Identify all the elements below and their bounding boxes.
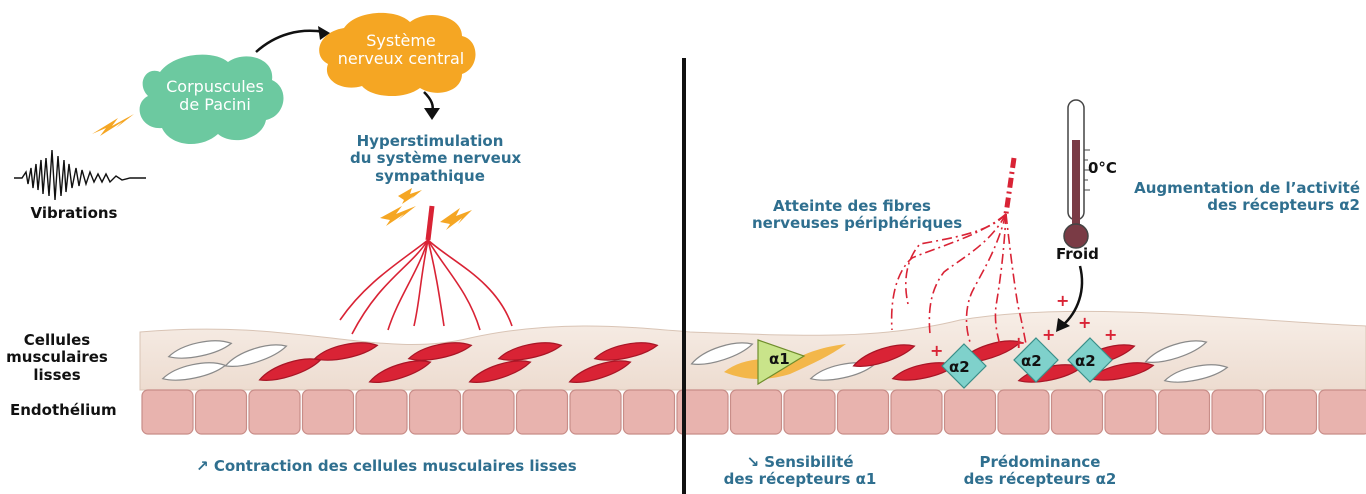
contraction-text: Contraction des cellules musculaires lis… bbox=[214, 457, 577, 475]
lightning-bolt-icon bbox=[92, 114, 134, 136]
contraction-label: ↗ Contraction des cellules musculaires l… bbox=[196, 458, 577, 475]
cells-label: Cellules musculaires lisses bbox=[2, 332, 112, 384]
hyper-line2: du système nerveux bbox=[350, 150, 510, 167]
hyper-line1: Hyperstimulation bbox=[350, 133, 510, 150]
plus-sign: + bbox=[1104, 325, 1117, 344]
endothelial-cell bbox=[249, 390, 300, 434]
snc-line2: nerveux central bbox=[326, 50, 476, 68]
temperature-label: 0°C bbox=[1088, 160, 1117, 177]
arrow-pacini-to-snc bbox=[256, 31, 324, 52]
endothelial-cell bbox=[838, 390, 889, 434]
arrowhead-snc-down bbox=[424, 108, 440, 120]
endothelial-cell bbox=[570, 390, 621, 434]
endothelium-layer bbox=[142, 390, 1366, 434]
endothelial-cell bbox=[410, 390, 461, 434]
plus-sign: + bbox=[1012, 333, 1025, 352]
augmentation-label: Augmentation de l’activité des récepteur… bbox=[1120, 180, 1360, 215]
endothelial-cell bbox=[463, 390, 514, 434]
endothelial-cell bbox=[1159, 390, 1210, 434]
froid-label: Froid bbox=[1056, 246, 1099, 263]
alpha1-label: α1 bbox=[769, 350, 790, 368]
endothelial-cell bbox=[945, 390, 996, 434]
predominance-line2: des récepteurs α2 bbox=[940, 471, 1140, 488]
predominance-line1: Prédominance bbox=[940, 454, 1140, 471]
endothelial-cell bbox=[891, 390, 942, 434]
endothelial-cell bbox=[196, 390, 247, 434]
endothelial-cell bbox=[624, 390, 675, 434]
endothelial-cell bbox=[1212, 390, 1263, 434]
arrow-up-right-icon: ↗ bbox=[196, 457, 209, 475]
atteinte-line2: nerveuses périphériques bbox=[752, 215, 952, 232]
atteinte-line1: Atteinte des fibres bbox=[752, 198, 952, 215]
hyperstimulation-label: Hyperstimulation du système nerveux symp… bbox=[350, 133, 510, 185]
endothelial-cell bbox=[998, 390, 1049, 434]
snc-line1: Système bbox=[326, 32, 476, 50]
endothelial-cell bbox=[731, 390, 782, 434]
cells-line3: lisses bbox=[2, 367, 112, 384]
cells-line1: Cellules bbox=[2, 332, 112, 349]
endothelial-cell bbox=[1105, 390, 1156, 434]
alpha2-label: α2 bbox=[1021, 352, 1042, 370]
endothelial-cell bbox=[1052, 390, 1103, 434]
plus-sign: + bbox=[1042, 325, 1055, 344]
endothelial-cell bbox=[1319, 390, 1366, 434]
atteinte-label: Atteinte des fibres nerveuses périphériq… bbox=[752, 198, 952, 233]
hyper-line3: sympathique bbox=[350, 168, 510, 185]
augmentation-line2: des récepteurs α2 bbox=[1120, 197, 1360, 214]
sensibilite-text: Sensibilité bbox=[764, 453, 853, 471]
plus-sign: + bbox=[930, 341, 943, 360]
alpha2-label: α2 bbox=[1075, 352, 1096, 370]
endothelial-cell bbox=[142, 390, 193, 434]
endothelial-cell bbox=[784, 390, 835, 434]
endothelial-cell bbox=[356, 390, 407, 434]
endothelial-cell bbox=[1266, 390, 1317, 434]
endothelial-cell bbox=[303, 390, 354, 434]
thermometer-icon bbox=[1064, 100, 1090, 248]
pacini-label: Corpuscules de Pacini bbox=[150, 78, 280, 115]
cells-line2: musculaires bbox=[2, 349, 112, 366]
plus-sign: + bbox=[1078, 313, 1091, 332]
predominance-label: Prédominance des récepteurs α2 bbox=[940, 454, 1140, 489]
sensibilite-line2: des récepteurs α1 bbox=[700, 471, 900, 488]
alpha2-label: α2 bbox=[949, 358, 970, 376]
pacini-line2: de Pacini bbox=[150, 96, 280, 114]
arrow-down-right-icon: ↘ bbox=[746, 453, 759, 471]
sympathetic-nerve bbox=[340, 206, 512, 334]
plus-sign: + bbox=[1056, 291, 1069, 310]
vibration-waveform-icon bbox=[14, 150, 146, 200]
vibrations-label: Vibrations bbox=[24, 205, 124, 222]
augmentation-line1: Augmentation de l’activité bbox=[1120, 180, 1360, 197]
snc-label: Système nerveux central bbox=[326, 32, 476, 69]
sensibilite-label: ↘ Sensibilité des récepteurs α1 bbox=[700, 454, 900, 489]
nerve-sparks-icon bbox=[380, 188, 472, 230]
endothelial-cell bbox=[517, 390, 568, 434]
pacini-line1: Corpuscules bbox=[150, 78, 280, 96]
endothelium-label: Endothélium bbox=[10, 402, 117, 419]
sensibilite-line1: ↘ Sensibilité bbox=[700, 454, 900, 471]
